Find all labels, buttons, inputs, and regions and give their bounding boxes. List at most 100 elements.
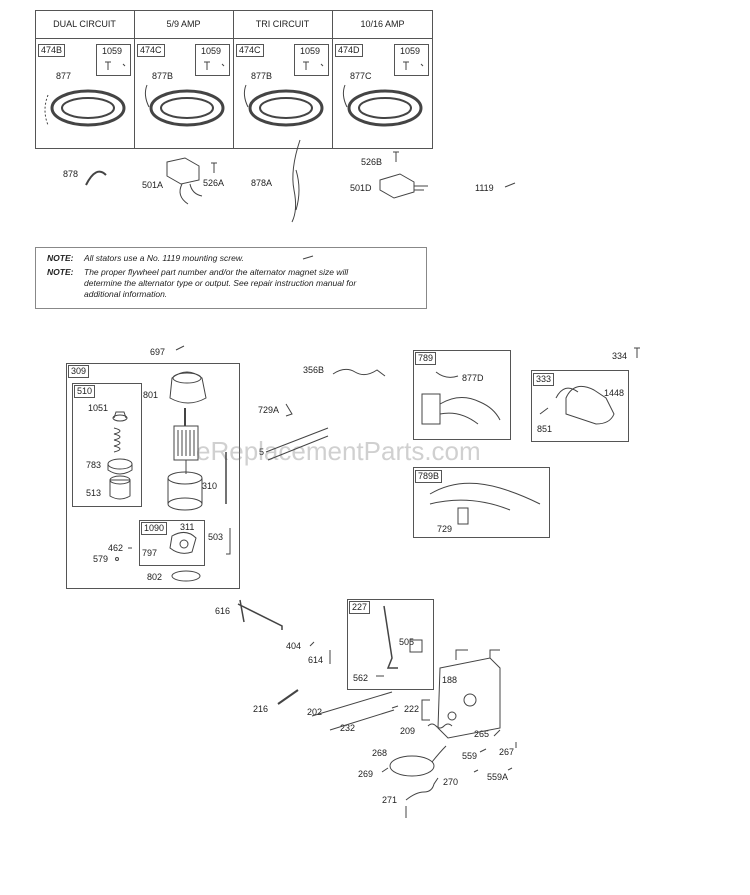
part-label-216: 216 <box>253 704 269 714</box>
part-label-851: 851 <box>537 424 553 434</box>
screw-334-drawing <box>634 347 640 358</box>
watermark: eReplacementParts.com <box>196 436 481 466</box>
module-501a-drawing <box>166 157 203 205</box>
part-label-729: 729 <box>437 524 453 534</box>
part-label-356b: 356B <box>303 365 325 375</box>
part-label-462: 462 <box>108 543 124 553</box>
bracket-503-drawing <box>226 528 231 555</box>
screw-box <box>96 44 131 76</box>
cable-268-drawing <box>389 745 447 777</box>
part-label-334: 334 <box>612 351 628 361</box>
group-tag-309: 309 <box>68 365 90 378</box>
part-label-268: 268 <box>372 748 388 758</box>
stator-ring-drawing <box>342 84 423 127</box>
stator-wire-label: 877B <box>251 71 273 81</box>
stator-kit-tag: 474C <box>137 44 165 57</box>
housing-310-drawing <box>167 471 203 511</box>
group-tag-1090: 1090 <box>141 522 168 535</box>
harness-789b-drawing <box>429 482 541 525</box>
part-label-559: 559 <box>462 751 478 761</box>
part-label-797: 797 <box>142 548 158 558</box>
ignition-module-333-drawing <box>539 385 615 425</box>
link-232-drawing <box>329 705 399 731</box>
note-line-3: determine the alternator type or output.… <box>84 278 357 288</box>
stator-ring-drawing <box>44 89 126 127</box>
stator-col-divider <box>233 10 234 149</box>
screw-tag: 1059 <box>201 46 222 56</box>
stator-col-divider <box>134 10 135 149</box>
spring-216-drawing <box>277 689 299 705</box>
stator-wire-label: 877B <box>152 71 174 81</box>
screw-265-drawing <box>493 729 501 737</box>
part-label-267: 267 <box>499 747 515 757</box>
part-label-232: 232 <box>340 723 356 733</box>
part-label-579: 579 <box>93 554 109 564</box>
part-label-1051: 1051 <box>88 403 109 413</box>
stator-header-5-9-amp: 5/9 AMP <box>166 19 201 29</box>
group-tag-227: 227 <box>349 601 371 614</box>
bracket-729a-drawing <box>285 403 293 417</box>
part-label-501a: 501A <box>142 180 164 190</box>
group-box-1090 <box>139 520 205 566</box>
part-label-697: 697 <box>150 347 166 357</box>
part-label-270: 270 <box>443 777 459 787</box>
group-box-789 <box>413 350 511 440</box>
wire-878a-drawing <box>291 139 301 223</box>
pinion-gear-1051-drawing <box>112 411 128 422</box>
part-label-501d: 501D <box>350 183 372 193</box>
wire-356b-drawing <box>332 368 386 377</box>
screw-270-drawing <box>473 769 479 773</box>
brush-plate-311-drawing <box>169 532 197 554</box>
part-label-505: 505 <box>399 637 415 647</box>
screw-tag: 1059 <box>400 46 421 56</box>
note-line-1: All stators use a No. 1119 mounting scre… <box>84 253 244 263</box>
cable-271-drawing <box>405 777 439 818</box>
part-label-878: 878 <box>63 169 79 179</box>
stator-kit-tag: 474B <box>38 44 66 57</box>
nut-579-drawing <box>115 557 119 561</box>
stator-kit-tag: 474D <box>335 44 363 57</box>
note-box <box>35 247 427 309</box>
armature-drawing <box>173 408 199 474</box>
group-box-227 <box>347 599 434 690</box>
note-line-2: The proper flywheel part number and/or t… <box>84 267 349 277</box>
rod-5-drawing <box>265 427 329 461</box>
stator-kit-tag: 474C <box>236 44 264 57</box>
part-label-559a: 559A <box>487 772 509 782</box>
stator-ring-drawing <box>144 84 225 127</box>
group-box-789b <box>413 467 550 538</box>
stator-table <box>35 10 433 149</box>
part-label-310: 310 <box>202 481 218 491</box>
screw-404-drawing <box>309 641 315 647</box>
screw-icon <box>105 61 424 70</box>
drive-end-cap-801-drawing <box>169 371 207 404</box>
part-label-801: 801 <box>143 390 159 400</box>
group-tag-510: 510 <box>74 385 96 398</box>
part-label-526b: 526B <box>361 157 383 167</box>
screw-559-drawing <box>479 748 487 753</box>
note-label: NOTE: <box>47 253 74 263</box>
part-label-271: 271 <box>382 795 398 805</box>
stator-wire-label: 877C <box>350 71 372 81</box>
part-label-503: 503 <box>208 532 224 542</box>
washer-802-drawing <box>171 570 201 582</box>
stator-header-10-16-amp: 10/16 AMP <box>360 19 405 29</box>
part-label-614: 614 <box>308 655 324 665</box>
screw-697-drawing <box>175 345 185 351</box>
governor-lever-227-drawing <box>383 605 423 669</box>
part-label-729a: 729A <box>258 405 280 415</box>
part-label-202: 202 <box>307 707 323 717</box>
part-label-1119: 1119 <box>475 183 494 193</box>
part-label-269: 269 <box>358 769 374 779</box>
group-tag-333: 333 <box>533 373 555 386</box>
group-box-333 <box>531 370 629 442</box>
stator-ring-drawing <box>243 84 324 127</box>
group-tag-789: 789 <box>415 352 437 365</box>
note-label: NOTE: <box>47 267 74 277</box>
gear-783-drawing <box>107 458 133 475</box>
spring-209-drawing <box>427 723 453 729</box>
screw-1119-drawing <box>504 182 516 188</box>
module-501d-drawing <box>379 173 428 199</box>
shaft-616-drawing <box>237 599 283 630</box>
